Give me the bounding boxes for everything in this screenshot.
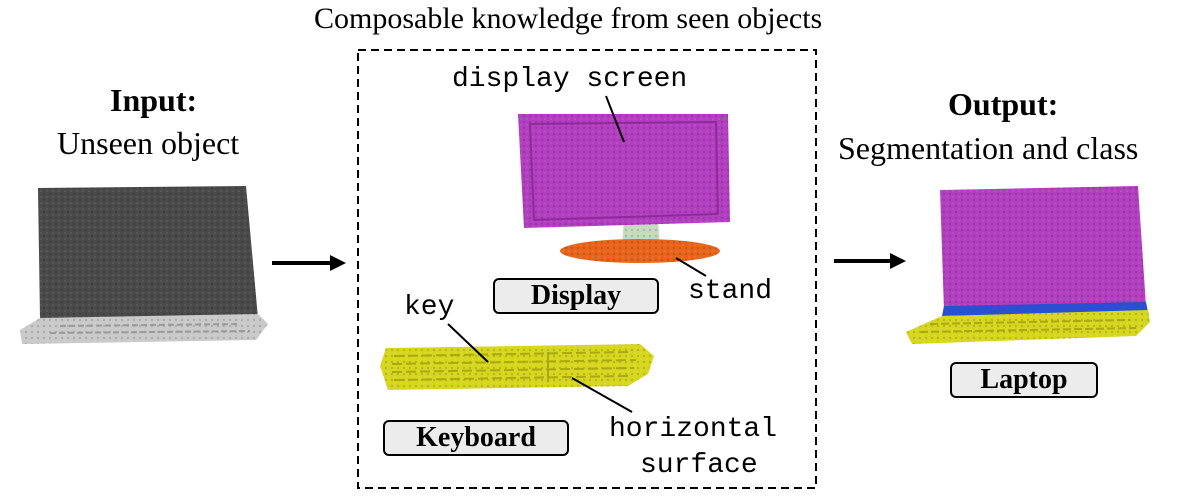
leader-stand <box>675 257 707 277</box>
figure-title: Composable knowledge from seen objects <box>314 2 823 35</box>
leader-display-screen <box>605 95 625 143</box>
segmented-laptop <box>906 186 1150 344</box>
input-subheading: Unseen object <box>57 125 240 161</box>
arrow-right-icon <box>272 255 346 271</box>
label-surface: surface <box>640 450 758 481</box>
output-subheading: Segmentation and class <box>838 130 1139 166</box>
arrow-right-icon <box>834 253 906 269</box>
label-stand: stand <box>688 276 773 307</box>
class-label-keyboard: Keyboard <box>383 420 569 456</box>
class-label-display: Display <box>493 278 659 314</box>
leader-key <box>447 323 489 363</box>
knowledge-box <box>357 49 817 489</box>
keyboard-object <box>380 344 654 390</box>
label-display-screen: display screen <box>452 64 688 95</box>
label-horizontal: horizontal <box>609 414 778 445</box>
class-label-laptop: Laptop <box>950 362 1098 398</box>
label-key: key <box>404 292 455 323</box>
unseen-laptop <box>20 186 268 344</box>
output-heading: Output: <box>948 86 1059 122</box>
display-object <box>518 114 730 263</box>
leader-horizontal-surface <box>571 377 633 413</box>
input-heading: Input: <box>110 82 198 118</box>
